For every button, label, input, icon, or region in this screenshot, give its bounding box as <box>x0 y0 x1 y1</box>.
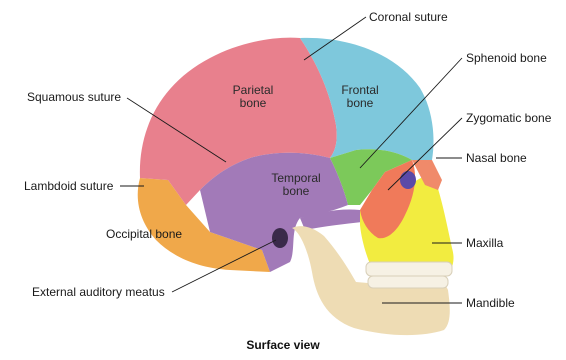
label-external-auditory-meatus: External auditory meatus <box>32 286 165 299</box>
eye-socket <box>400 171 416 189</box>
label-mandible: Mandible <box>466 297 515 310</box>
label-coronal-suture: Coronal suture <box>369 11 448 24</box>
teeth-upper <box>366 262 452 276</box>
teeth-lower <box>368 276 448 288</box>
label-sphenoid-bone: Sphenoid bone <box>466 52 547 65</box>
label-parietal-bone: Parietal bone <box>228 84 278 110</box>
label-occipital-bone: Occipital bone <box>106 228 182 241</box>
label-squamous-suture: Squamous suture <box>27 91 121 104</box>
label-zygomatic-bone: Zygomatic bone <box>466 112 551 125</box>
figure-caption: Surface view <box>0 338 566 352</box>
label-parietal-line2: bone <box>228 97 278 110</box>
label-frontal-bone: Frontal bone <box>335 84 385 110</box>
label-maxilla: Maxilla <box>466 237 503 250</box>
ear-canal <box>272 228 288 248</box>
label-lambdoid-suture: Lambdoid suture <box>24 180 113 193</box>
label-temporal-bone: Temporal bone <box>265 172 327 198</box>
label-nasal-bone: Nasal bone <box>466 152 527 165</box>
label-frontal-line2: bone <box>335 97 385 110</box>
label-temporal-line2: bone <box>265 185 327 198</box>
